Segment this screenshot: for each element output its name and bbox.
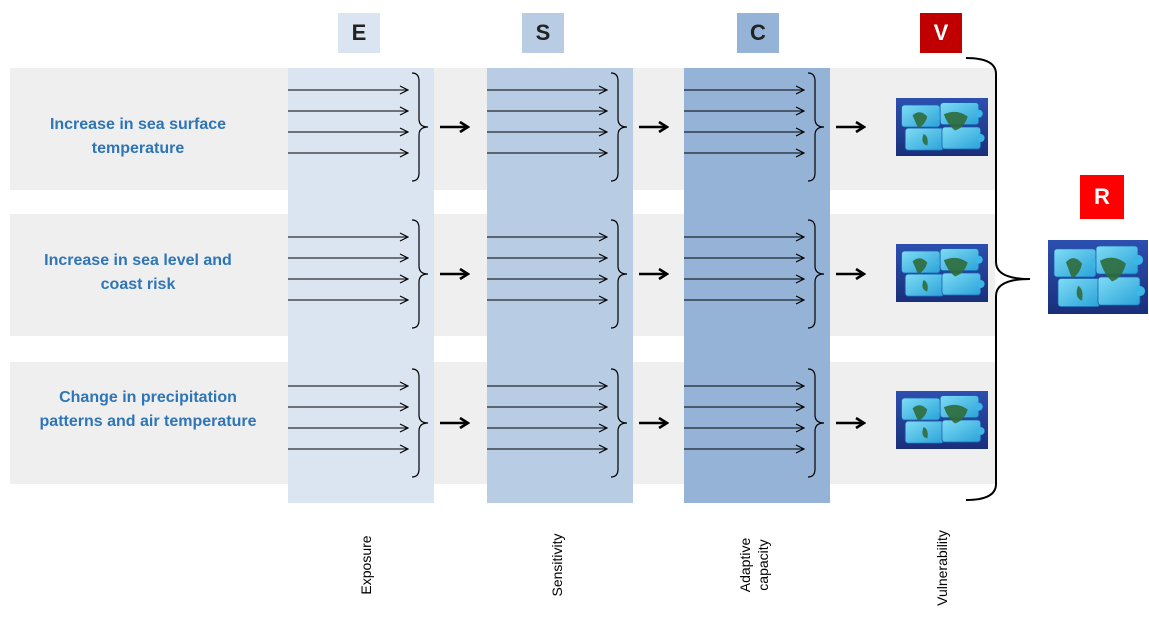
world-map-puzzle-icon-risk xyxy=(1048,240,1148,314)
adaptive-capacity-badge: C xyxy=(737,13,779,53)
adaptive-capacity-letter: C xyxy=(750,20,766,45)
risk-letter: R xyxy=(1094,184,1110,209)
brace-r2-adaptive-capacity xyxy=(807,219,825,329)
vulnerability-to-risk-brace xyxy=(965,57,1031,501)
risk-badge: R xyxy=(1080,175,1124,219)
brace-r1-sensitivity xyxy=(610,72,628,182)
brace-r1-adaptive-capacity xyxy=(807,72,825,182)
adaptive-capacity-column xyxy=(684,68,830,503)
vulnerability-letter: V xyxy=(933,20,949,45)
sensitivity-letter: S xyxy=(535,20,551,45)
exposure-letter: E xyxy=(351,20,367,45)
brace-r3-adaptive-capacity xyxy=(807,368,825,478)
brace-r3-sensitivity xyxy=(610,368,628,478)
world-map-puzzle-icon-row-3 xyxy=(896,391,988,449)
brace-r1-exposure xyxy=(411,72,429,182)
sensitivity-badge: S xyxy=(522,13,564,53)
exposure-badge: E xyxy=(338,13,380,53)
brace-r2-sensitivity xyxy=(610,219,628,329)
row-label-sea-surface: Increase in sea surface temperature xyxy=(49,116,227,157)
brace-r3-exposure xyxy=(411,368,429,478)
brace-r2-exposure xyxy=(411,219,429,329)
sensitivity-column xyxy=(487,68,633,503)
world-map-puzzle-icon-row-1 xyxy=(896,98,988,156)
vulnerability-badge: V xyxy=(920,13,962,53)
world-map-puzzle-icon-row-2 xyxy=(896,244,988,302)
row-label-precipitation: Change in precipitation patterns and air… xyxy=(39,389,257,430)
exposure-column xyxy=(288,68,434,503)
row-label-sea-level: Increase in sea level and coast risk xyxy=(44,252,232,293)
